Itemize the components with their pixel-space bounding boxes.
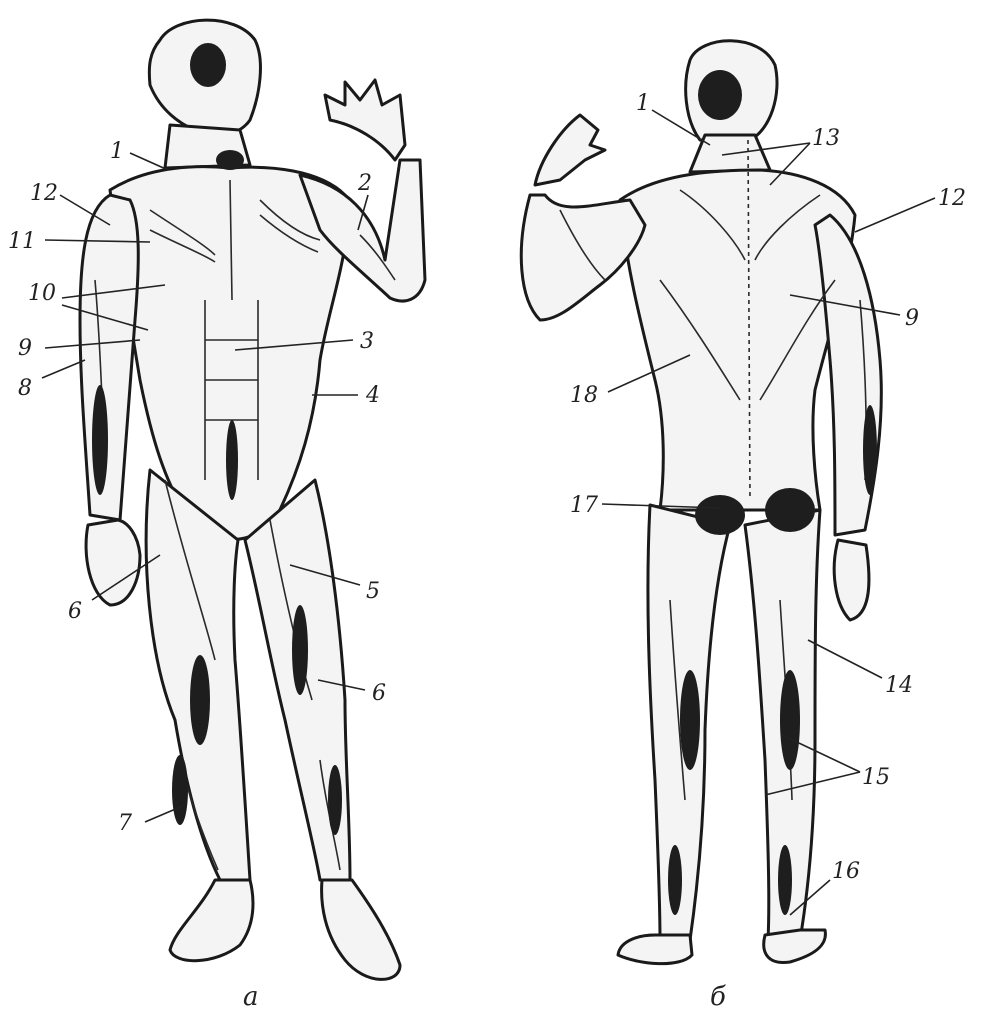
back-left-arm xyxy=(521,195,645,320)
front-label-7: 7 xyxy=(118,811,132,836)
front-label-6a: 6 xyxy=(68,599,82,624)
back-right-hand xyxy=(834,540,869,620)
back-caption: б xyxy=(710,982,726,1012)
front-label-4: 4 xyxy=(365,383,380,408)
front-right-arm xyxy=(80,195,138,520)
front-label-6b: 6 xyxy=(372,681,386,706)
back-left-hand xyxy=(535,115,605,185)
back-label-18: 18 xyxy=(570,383,598,408)
back-label-9: 9 xyxy=(905,306,919,331)
front-label-9: 9 xyxy=(18,336,32,361)
front-label-12: 12 xyxy=(30,181,58,206)
back-label-16: 16 xyxy=(832,859,860,884)
front-left-hand xyxy=(325,80,405,160)
back-label-17: 17 xyxy=(570,493,598,518)
front-label-5: 5 xyxy=(366,579,380,604)
front-right-foot xyxy=(170,880,253,961)
front-label-1: 1 xyxy=(110,139,124,164)
front-label-11: 11 xyxy=(8,229,36,254)
front-label-2: 2 xyxy=(357,171,372,196)
front-label-3: 3 xyxy=(360,329,374,354)
back-left-foot xyxy=(618,935,692,964)
back-right-foot xyxy=(764,930,826,963)
back-label-1: 1 xyxy=(636,91,650,116)
front-label-10: 10 xyxy=(28,281,56,306)
back-label-12: 12 xyxy=(938,186,966,211)
front-left-foot xyxy=(322,880,400,979)
front-label-8: 8 xyxy=(18,376,32,401)
back-label-13: 13 xyxy=(812,126,840,151)
front-right-hand xyxy=(86,520,140,605)
back-label-15: 15 xyxy=(862,765,890,790)
front-caption: а xyxy=(243,982,259,1012)
back-label-14: 14 xyxy=(885,673,913,698)
